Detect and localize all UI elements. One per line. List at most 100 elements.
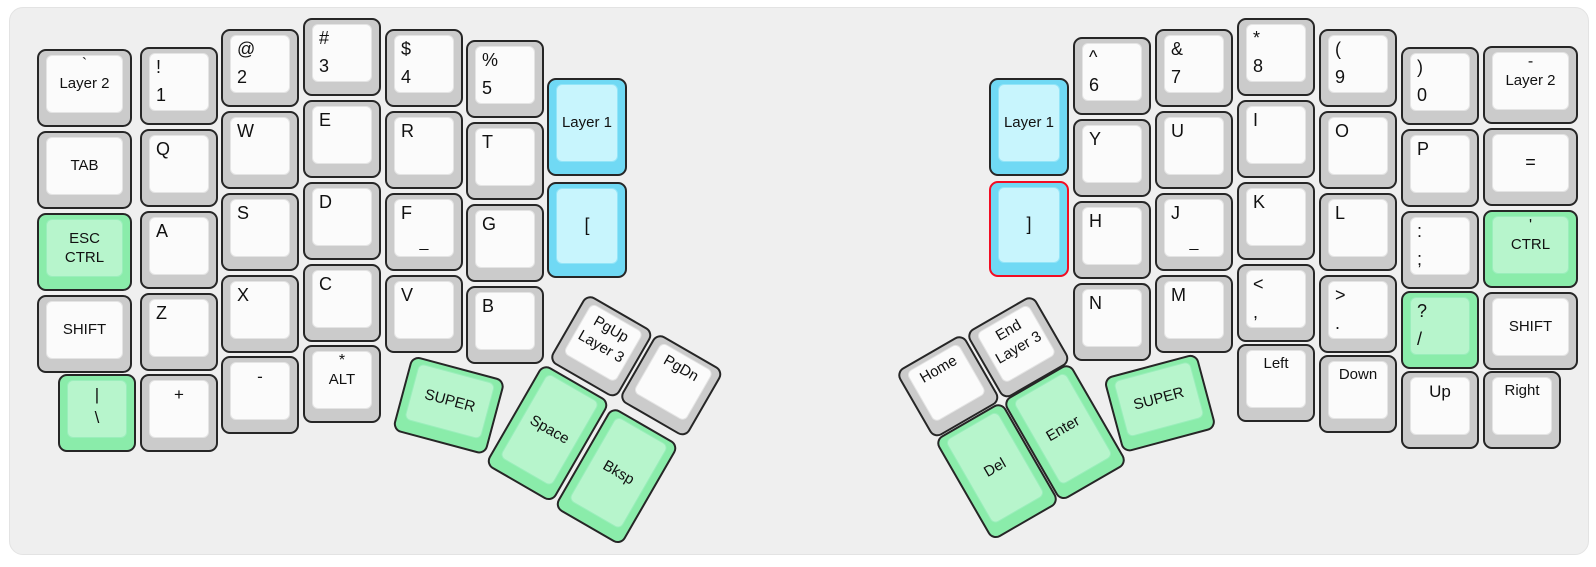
key-label-tl: ?/ [1417,301,1427,350]
key-shift-left[interactable]: SHIFT [37,295,132,373]
key-label-c: SHIFT [1493,299,1568,355]
key-super-left[interactable]: SUPER [391,355,506,456]
key-d[interactable]: D [303,182,381,260]
key-o[interactable]: O [1319,111,1397,189]
key-label-line: < [1253,274,1264,294]
key-j-homing[interactable]: J_ [1155,193,1233,271]
key-minus-left[interactable]: - [221,356,299,434]
key-quote-ctrl[interactable]: CTRL' [1483,210,1578,288]
key-label-line: Layer 1 [561,114,613,132]
keycap-top: Up [1410,377,1470,435]
key-z[interactable]: Z [140,293,218,371]
key-l[interactable]: L [1319,193,1397,271]
key-label-line: _ [419,234,429,252]
key-label-tl: D [319,192,332,241]
key-amp-7[interactable]: &7 [1155,29,1233,107]
key-f-homing[interactable]: F_ [385,193,463,271]
key-p[interactable]: P [1401,129,1479,207]
key-n[interactable]: N [1073,283,1151,361]
key-x[interactable]: X [221,275,299,353]
key-q[interactable]: Q [140,129,218,207]
key-a[interactable]: A [140,211,218,289]
keycap-top: :; [1410,217,1470,275]
key-c[interactable]: C [303,264,381,342]
key-caret-6[interactable]: ^6 [1073,37,1151,115]
key-left-bracket[interactable]: [ [547,182,627,278]
key-label-t: + [150,384,208,407]
key-label-line: A [156,221,169,241]
key-label-tl: <, [1253,274,1264,323]
key-minus-layer2[interactable]: Layer 2- [1483,46,1578,124]
key-shift-right[interactable]: SHIFT [1483,292,1578,370]
key-u[interactable]: U [1155,111,1233,189]
key-label-line: 3 [319,55,330,76]
key-plus[interactable]: + [140,374,218,452]
key-equals[interactable]: = [1483,128,1578,206]
key-at-2[interactable]: @2 [221,29,299,107]
key-super-right[interactable]: SUPER [1103,352,1217,454]
key-less-comma[interactable]: <, [1237,264,1315,342]
key-r[interactable]: R [385,111,463,189]
key-hash-3[interactable]: #3 [303,18,381,96]
key-label-line: G [482,214,497,234]
key-b[interactable]: B [466,286,544,364]
keycap-top: Home [905,342,987,423]
key-up-arrow[interactable]: Up [1401,371,1479,449]
key-colon-semicolon[interactable]: :; [1401,211,1479,289]
key-label-c: SUPER [1114,362,1203,436]
key-percent-5[interactable]: %5 [466,40,544,118]
keycap-top: Layer 1 [556,84,618,162]
key-left-arrow[interactable]: Left [1237,344,1315,422]
keycap-top: = [1492,134,1569,192]
key-layer1-right[interactable]: Layer 1 [989,78,1069,176]
key-label-t: Home [909,347,969,394]
key-label-c: Layer 1 [557,85,617,161]
key-m[interactable]: M [1155,275,1233,353]
key-exclam-1[interactable]: !1 [140,47,218,125]
key-label-line: ^ [1089,47,1098,67]
key-t[interactable]: T [466,122,544,200]
key-pipe-backslash[interactable]: |\ [58,374,136,452]
key-right-arrow[interactable]: Right [1483,371,1561,449]
key-label-line: ? [1417,301,1428,321]
key-grave-layer2[interactable]: Layer 2` [37,49,132,127]
key-down-arrow[interactable]: Down [1319,355,1397,433]
keycap-top: SHIFT [1492,298,1569,356]
key-rparen-0[interactable]: )0 [1401,47,1479,125]
key-g[interactable]: G [466,204,544,282]
key-question-slash[interactable]: ?/ [1401,291,1479,369]
key-label-tl: N [1089,293,1102,342]
keycap-top: W [230,117,290,175]
key-i[interactable]: I [1237,100,1315,178]
key-layer1-left[interactable]: Layer 1 [547,78,627,176]
key-star-8[interactable]: *8 [1237,18,1315,96]
key-w[interactable]: W [221,111,299,189]
key-dollar-4[interactable]: $4 [385,29,463,107]
key-k[interactable]: K [1237,182,1315,260]
key-y[interactable]: Y [1073,119,1151,197]
key-label-tl: >. [1335,285,1346,334]
key-s[interactable]: S [221,193,299,271]
key-lparen-9[interactable]: (9 [1319,29,1397,107]
key-right-bracket[interactable]: ] [989,181,1069,277]
keycap-top: $4 [394,35,454,93]
key-label-line: W [237,121,254,141]
key-label-tl: M [1171,285,1186,334]
key-h[interactable]: H [1073,201,1151,279]
key-label-line: V [401,285,414,305]
key-label-line: Down [1338,366,1378,383]
key-label-line: 8 [1253,55,1264,76]
key-greater-period[interactable]: >. [1319,275,1397,353]
key-tab[interactable]: TAB [37,131,132,209]
key-e[interactable]: E [303,100,381,178]
key-label-c: Layer 1 [999,85,1059,161]
key-label-tl: I [1253,110,1258,159]
key-label-tl: $4 [401,39,411,88]
key-v[interactable]: V [385,275,463,353]
key-label-t: - [231,366,289,389]
key-label-line: Z [156,303,167,323]
key-star-alt[interactable]: ALT* [303,345,381,423]
key-label-line: Layer 1 [1003,114,1055,132]
key-label-tl: B [482,296,494,345]
